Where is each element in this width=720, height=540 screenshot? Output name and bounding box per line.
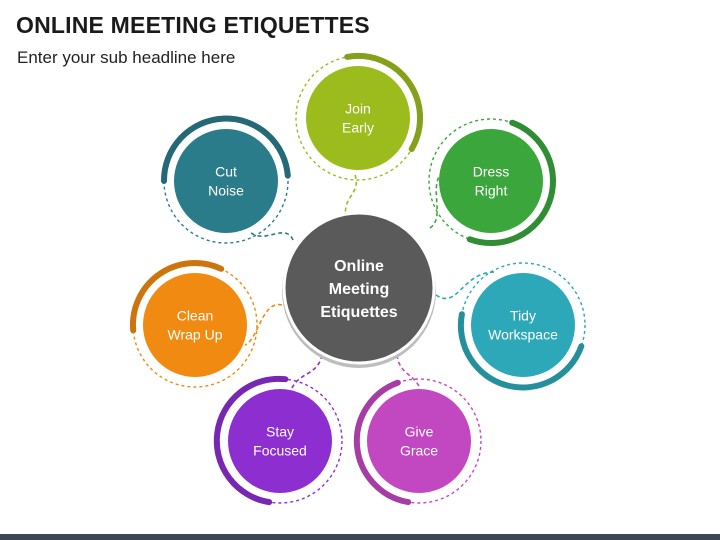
stay-focused-arc xyxy=(213,375,289,506)
clean-wrap-up-label-line: Wrap Up xyxy=(168,327,223,343)
dress-right-label-line: Dress xyxy=(473,164,510,180)
give-grace-arc xyxy=(353,379,412,506)
dress-right-arc xyxy=(466,119,556,246)
cut-noise-connector xyxy=(249,231,294,241)
tidy-workspace-label-line: Tidy xyxy=(510,308,536,324)
stay-focused-label-line: Stay xyxy=(266,424,294,440)
page-title: ONLINE MEETING ETIQUETTES xyxy=(16,12,370,38)
clean-wrap-up-connector xyxy=(244,304,283,346)
cut-noise-label-line: Noise xyxy=(208,183,244,199)
dress-right-connector xyxy=(429,174,441,229)
join-early-label-line: Early xyxy=(342,120,374,136)
page-subtitle: Enter your sub headline here xyxy=(17,48,236,67)
tidy-workspace-connector xyxy=(435,271,496,300)
tidy-workspace-arc xyxy=(457,311,585,391)
give-grace-circle xyxy=(367,389,471,493)
bottom-bar xyxy=(0,534,720,540)
give-grace-label-line: Grace xyxy=(400,443,438,459)
center-label-line: Meeting xyxy=(329,281,389,298)
cut-noise-arc xyxy=(160,115,291,184)
center-label-line: Etiquettes xyxy=(320,304,397,321)
tidy-workspace-circle xyxy=(471,273,575,377)
stay-focused-circle xyxy=(228,389,332,493)
give-grace-connector xyxy=(396,354,421,389)
join-early-circle xyxy=(306,66,410,170)
stay-focused-label-line: Focused xyxy=(253,443,307,459)
give-grace-label-line: Give xyxy=(405,424,434,440)
clean-wrap-up-arc xyxy=(129,259,225,334)
tidy-workspace-label-line: Workspace xyxy=(488,327,558,343)
center-circle xyxy=(282,211,436,365)
cut-noise-label-line: Cut xyxy=(215,164,237,180)
clean-wrap-up-label-line: Clean xyxy=(177,308,214,324)
dress-right-circle xyxy=(439,129,543,233)
cut-noise-circle xyxy=(174,129,278,233)
center-label-line: Online xyxy=(334,258,384,275)
join-early-arc xyxy=(344,52,424,152)
join-early-label-line: Join xyxy=(345,101,371,117)
clean-wrap-up-circle xyxy=(143,273,247,377)
stay-focused-connector xyxy=(291,354,323,389)
nodes: JoinEarlyDressRightTidyWorkspaceGiveGrac… xyxy=(129,52,586,506)
dress-right-label-line: Right xyxy=(475,183,508,199)
